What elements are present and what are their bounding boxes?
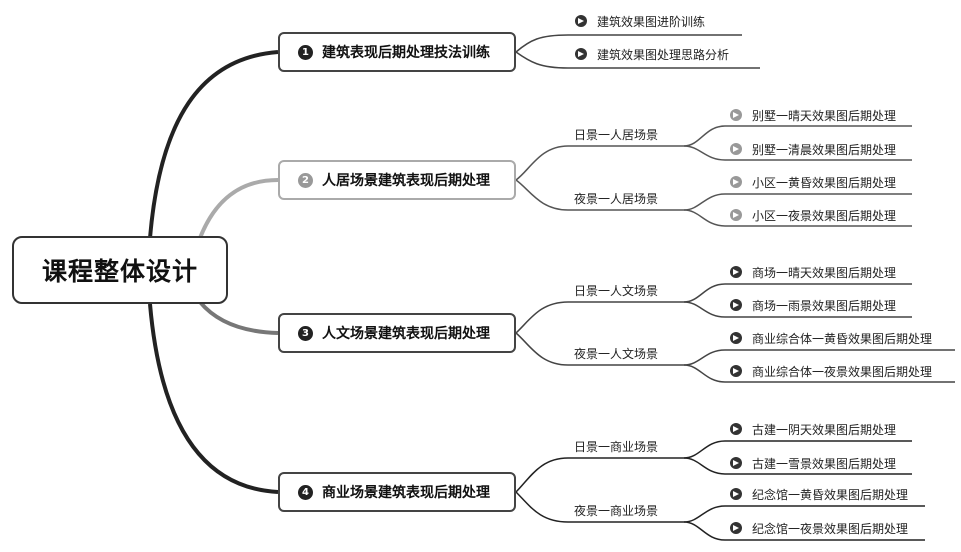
bullet-icon [730, 457, 742, 469]
bullet-icon [730, 423, 742, 435]
leaf-b2-1[interactable]: 别墅一晴天效果图后期处理 [730, 106, 896, 124]
leaf-b2-3[interactable]: 小区一黄昏效果图后期处理 [730, 173, 896, 191]
leaf-b1-2[interactable]: 建筑效果图处理思路分析 [575, 45, 729, 63]
branch-3-title: 人文场景建筑表现后期处理 [322, 326, 490, 342]
leaf-b4-3[interactable]: 纪念馆一黄昏效果图后期处理 [730, 485, 908, 503]
bullet-icon [730, 176, 742, 188]
leaf-b4-2[interactable]: 古建一雪景效果图后期处理 [730, 454, 896, 472]
connector-b2-g2-leaf-2 [683, 209, 912, 227]
leaf-b3-1[interactable]: 商场一晴天效果图后期处理 [730, 263, 896, 281]
connector-b3-group-2 [515, 332, 684, 366]
bullet-icon [575, 15, 587, 27]
bullet-icon [730, 109, 742, 121]
root-node[interactable]: 课程整体设计 [12, 236, 228, 304]
connector-b2-g2-leaf-1 [683, 193, 912, 211]
connector-root-branch-1 [148, 50, 279, 239]
bullet-icon [730, 299, 742, 311]
group-b3-night[interactable]: 夜景一人文场景 [574, 347, 659, 361]
connector-b4-group-2 [515, 491, 684, 523]
bullet-icon [730, 209, 742, 221]
connector-b1-leaf-2 [515, 51, 760, 69]
connector-b3-g2-leaf-2 [683, 364, 955, 383]
bullet-icon [730, 488, 742, 500]
group-b4-night[interactable]: 夜景一商业场景 [574, 504, 659, 518]
connector-b4-g2-leaf-2 [683, 521, 925, 541]
leaf-b4-4[interactable]: 纪念馆一夜景效果图后期处理 [730, 519, 908, 537]
number-2-icon: 2 [298, 172, 313, 188]
connector-b2-g1-leaf-2 [683, 145, 912, 161]
connector-b3-g2-leaf-1 [683, 349, 955, 366]
group-b2-night[interactable]: 夜景一人居场景 [574, 192, 659, 206]
connector-root-branch-2 [198, 178, 279, 239]
bullet-icon [730, 332, 742, 344]
bullet-icon [730, 522, 742, 534]
leaf-b2-2[interactable]: 别墅一清晨效果图后期处理 [730, 140, 896, 158]
connector-b4-g1-leaf-2 [683, 457, 912, 475]
number-4-icon: 4 [298, 484, 313, 500]
connector-b4-g1-leaf-1 [683, 440, 912, 459]
branch-1-title: 建筑表现后期处理技法训练 [322, 45, 490, 61]
connector-b4-group-1 [515, 457, 684, 493]
group-b3-day[interactable]: 日景一人文场景 [574, 284, 659, 298]
connector-b4-g2-leaf-1 [683, 505, 925, 523]
number-1-icon: 1 [298, 44, 313, 60]
leaf-b3-3[interactable]: 商业综合体一黄昏效果图后期处理 [730, 329, 932, 347]
bullet-icon [730, 365, 742, 377]
connector-b2-g1-leaf-1 [683, 125, 912, 147]
bullet-icon [730, 266, 742, 278]
connector-b3-group-1 [515, 301, 684, 334]
connector-b2-group-2 [515, 179, 684, 211]
connector-b3-g1-leaf-2 [683, 301, 912, 318]
bullet-icon [575, 48, 587, 60]
branch-4-node[interactable]: 4 商业场景建筑表现后期处理 [278, 472, 516, 512]
connector-root-branch-3 [198, 300, 279, 335]
group-b4-day[interactable]: 日景一商业场景 [574, 440, 659, 454]
branch-2-node[interactable]: 2 人居场景建筑表现后期处理 [278, 160, 516, 200]
connector-b2-group-1 [515, 145, 684, 181]
leaf-b4-1[interactable]: 古建一阴天效果图后期处理 [730, 420, 896, 438]
leaf-b3-2[interactable]: 商场一雨景效果图后期处理 [730, 296, 896, 314]
connector-b3-g1-leaf-1 [683, 283, 912, 303]
branch-3-node[interactable]: 3 人文场景建筑表现后期处理 [278, 313, 516, 353]
leaf-b3-4[interactable]: 商业综合体一夜景效果图后期处理 [730, 362, 932, 380]
branch-1-node[interactable]: 1 建筑表现后期处理技法训练 [278, 32, 516, 72]
leaf-b2-4[interactable]: 小区一夜景效果图后期处理 [730, 206, 896, 224]
group-b2-day[interactable]: 日景一人居场景 [574, 128, 659, 142]
leaf-b1-1[interactable]: 建筑效果图进阶训练 [575, 12, 705, 30]
connector-b1-leaf-1 [515, 34, 742, 53]
number-3-icon: 3 [298, 325, 313, 341]
bullet-icon [730, 143, 742, 155]
branch-2-title: 人居场景建筑表现后期处理 [322, 173, 490, 189]
connector-root-branch-4 [148, 303, 279, 494]
branch-4-title: 商业场景建筑表现后期处理 [322, 485, 490, 501]
